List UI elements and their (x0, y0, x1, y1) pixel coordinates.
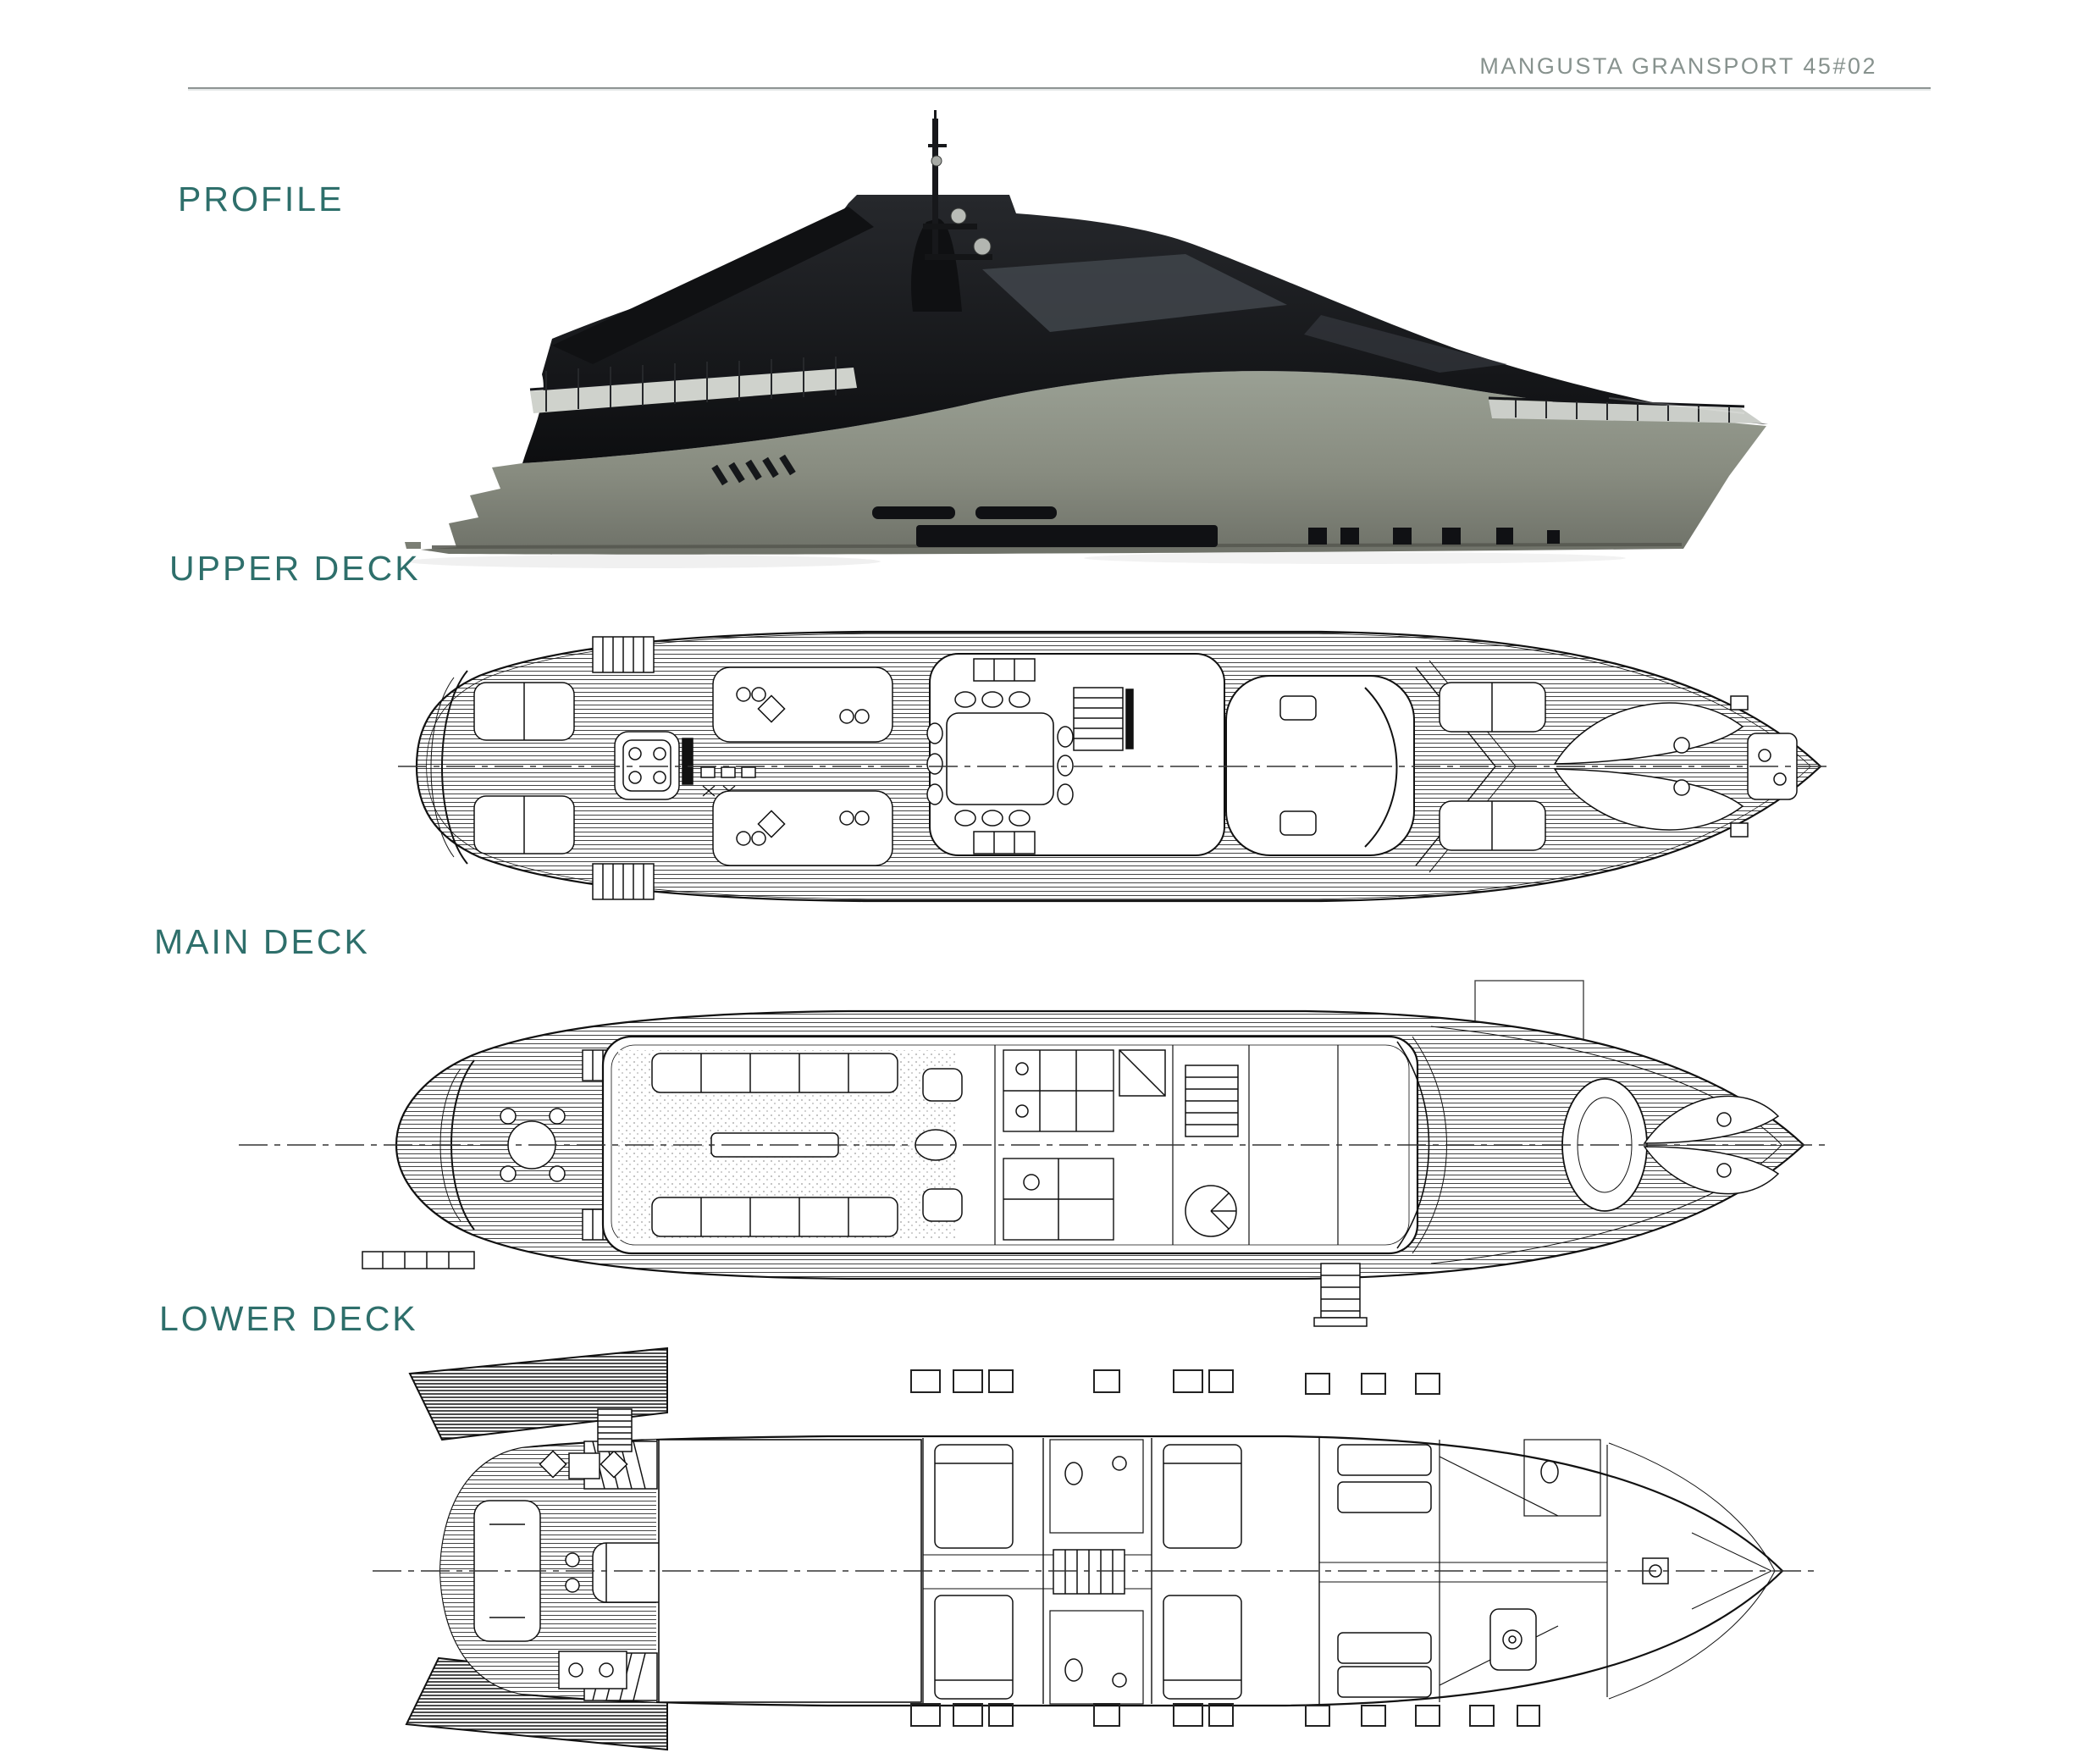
hull-windows (872, 506, 1560, 547)
mast (910, 110, 992, 312)
label-lower-deck: LOWER DECK (159, 1299, 418, 1338)
label-upper-deck: UPPER DECK (169, 549, 421, 588)
doc-title: MANGUSTA GRANSPORT 45#02 (1479, 53, 1877, 79)
main-deck-plan (239, 980, 1829, 1327)
title-rule (188, 87, 1931, 89)
porthole-markers (910, 1369, 1540, 1727)
upper-deck-plan (398, 630, 1831, 903)
profile-render (405, 110, 1768, 568)
label-main-deck: MAIN DECK (154, 922, 370, 961)
label-profile: PROFILE (178, 180, 345, 218)
stern-louvers (711, 454, 796, 486)
lower-deck-plan (373, 1347, 1821, 1751)
